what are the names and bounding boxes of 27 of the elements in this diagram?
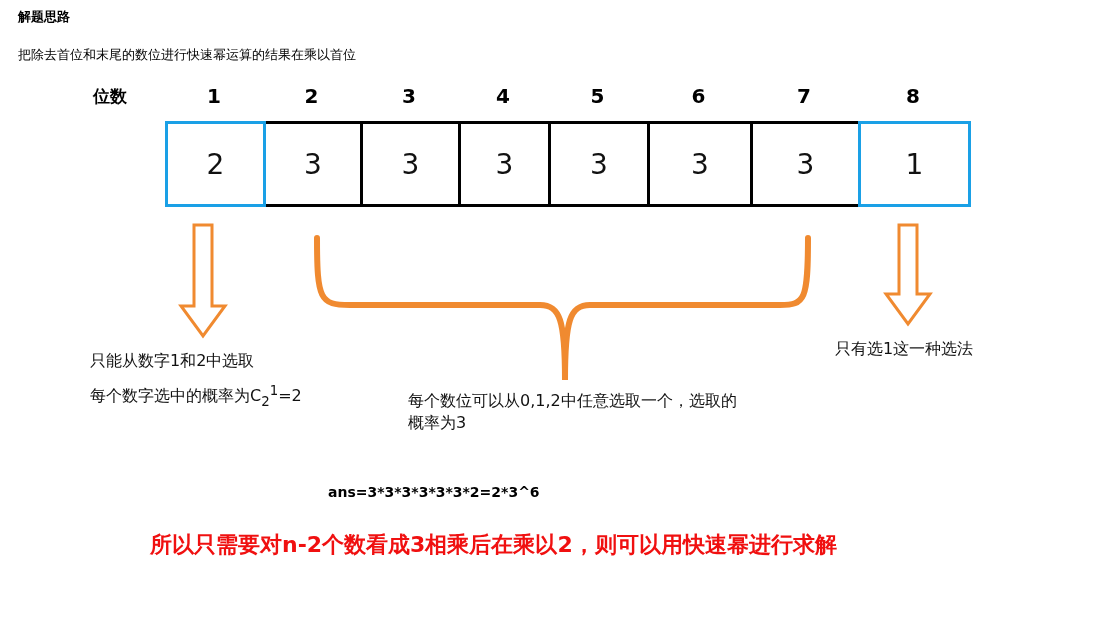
- description-text: 把除去首位和末尾的数位进行快速幂运算的结果在乘以首位: [18, 46, 356, 64]
- digit-cell: 3: [750, 121, 861, 207]
- column-number: 4: [495, 84, 511, 108]
- column-number: 2: [303, 84, 320, 108]
- note-line: 只能从数字1和2中选取: [90, 350, 256, 372]
- column-number: 6: [690, 84, 707, 108]
- column-number: 7: [796, 84, 812, 108]
- hollow-arrow: [883, 223, 933, 327]
- formula-text: ans=3*3*3*3*3*3*2=2*3^6: [328, 484, 540, 500]
- digit-cell: 1: [858, 121, 971, 207]
- row-label: 位数: [93, 85, 127, 108]
- column-number: 5: [589, 84, 606, 108]
- digit-cell: 3: [647, 121, 753, 207]
- digit-cell: 3: [458, 121, 551, 207]
- title: 解题思路: [18, 8, 70, 26]
- digit-cell: 3: [360, 121, 461, 207]
- column-number: 1: [206, 84, 222, 108]
- note-line: 只有选1这一种选法: [835, 338, 975, 360]
- column-number: 8: [905, 84, 921, 108]
- digit-cell: 3: [263, 121, 363, 207]
- note-line: 每个数位可以从0,1,2中任意选取一个，选取的概率为3: [408, 390, 738, 434]
- digit-cell: 3: [548, 121, 650, 207]
- note-line: 每个数字选中的概率为C$_{2}$$^{1}$=2: [90, 382, 303, 411]
- column-number: 3: [401, 84, 417, 108]
- digit-cell: 2: [165, 121, 266, 207]
- hollow-arrow: [178, 223, 228, 339]
- conclusion-text: 所以只需要对n-2个数看成3相乘后在乘以2，则可以用快速幂进行求解: [150, 531, 837, 559]
